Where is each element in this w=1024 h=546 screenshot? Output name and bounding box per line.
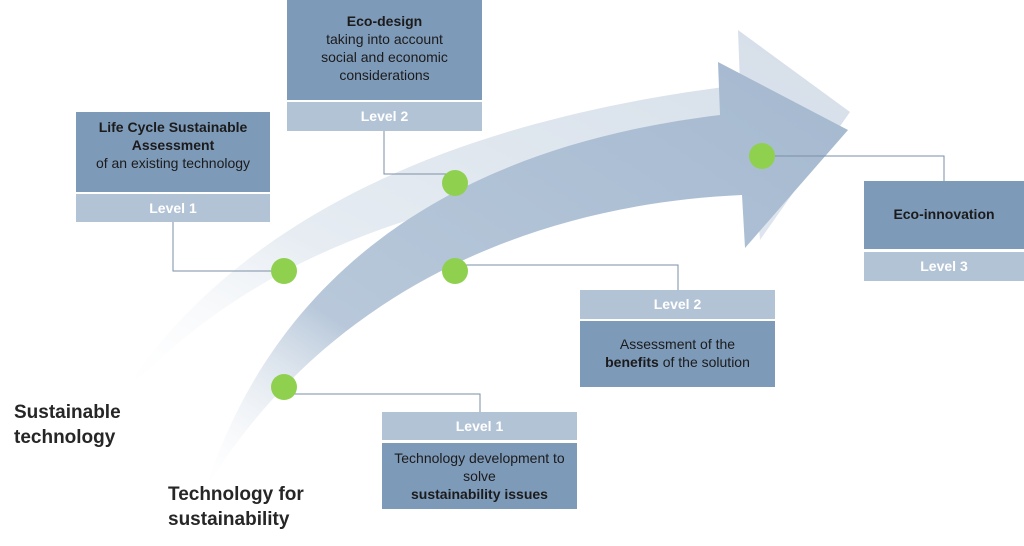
technology-for-sustainability-line2: sustainability bbox=[168, 509, 290, 530]
techdev-level: Level 1 bbox=[382, 412, 577, 440]
benefits-level: Level 2 bbox=[580, 290, 775, 319]
ecodesign-box: Eco-design taking into account social an… bbox=[287, 0, 482, 100]
dot-benefits bbox=[442, 258, 468, 284]
technology-for-sustainability-line1: Technology for bbox=[168, 484, 304, 505]
eco-innovation-box: Eco-innovation bbox=[864, 181, 1024, 249]
dot-ecodesign bbox=[442, 170, 468, 196]
sustainable-technology-line1: Sustainable bbox=[14, 402, 121, 423]
connector-techdev bbox=[284, 393, 481, 412]
techdev-text-pre: Technology development to solve bbox=[394, 450, 565, 484]
dot-lcsa bbox=[271, 258, 297, 284]
sustainable-technology-line2: technology bbox=[14, 427, 116, 448]
techdev-text-bold: sustainability issues bbox=[411, 486, 548, 502]
benefits-text-pre: Assessment of the bbox=[619, 336, 736, 352]
ecodesign-title: Eco-design bbox=[346, 13, 423, 29]
connector-lcsa bbox=[172, 222, 284, 272]
techdev-box: Technology development to solve sustaina… bbox=[382, 443, 577, 509]
ecodesign-level: Level 2 bbox=[287, 102, 482, 131]
ecodesign-body: taking into account social and economic … bbox=[321, 31, 448, 83]
technology-for-sustainability-label: Technology for sustainability bbox=[168, 482, 304, 532]
sustainable-technology-label: Sustainable technology bbox=[14, 400, 121, 450]
benefits-text-post: of the solution bbox=[662, 354, 750, 370]
connector-benefits bbox=[455, 264, 679, 290]
benefits-text-bold: benefits bbox=[605, 354, 659, 370]
lcsa-box: Life Cycle Sustainable Assessment of an … bbox=[76, 112, 270, 192]
dot-eco-innovation bbox=[749, 143, 775, 169]
eco-innovation-level: Level 3 bbox=[864, 252, 1024, 281]
lcsa-body: of an existing technology bbox=[95, 155, 251, 171]
connector-ecodesign bbox=[383, 130, 455, 175]
dot-techdev bbox=[271, 374, 297, 400]
lcsa-level: Level 1 bbox=[76, 194, 270, 222]
technology-for-sustainability-arrow bbox=[205, 62, 848, 490]
benefits-box: Assessment of the benefits of the soluti… bbox=[580, 321, 775, 387]
lcsa-title: Life Cycle Sustainable Assessment bbox=[98, 119, 248, 153]
connector-eco-innovation bbox=[762, 155, 945, 181]
eco-innovation-title: Eco-innovation bbox=[893, 206, 995, 222]
